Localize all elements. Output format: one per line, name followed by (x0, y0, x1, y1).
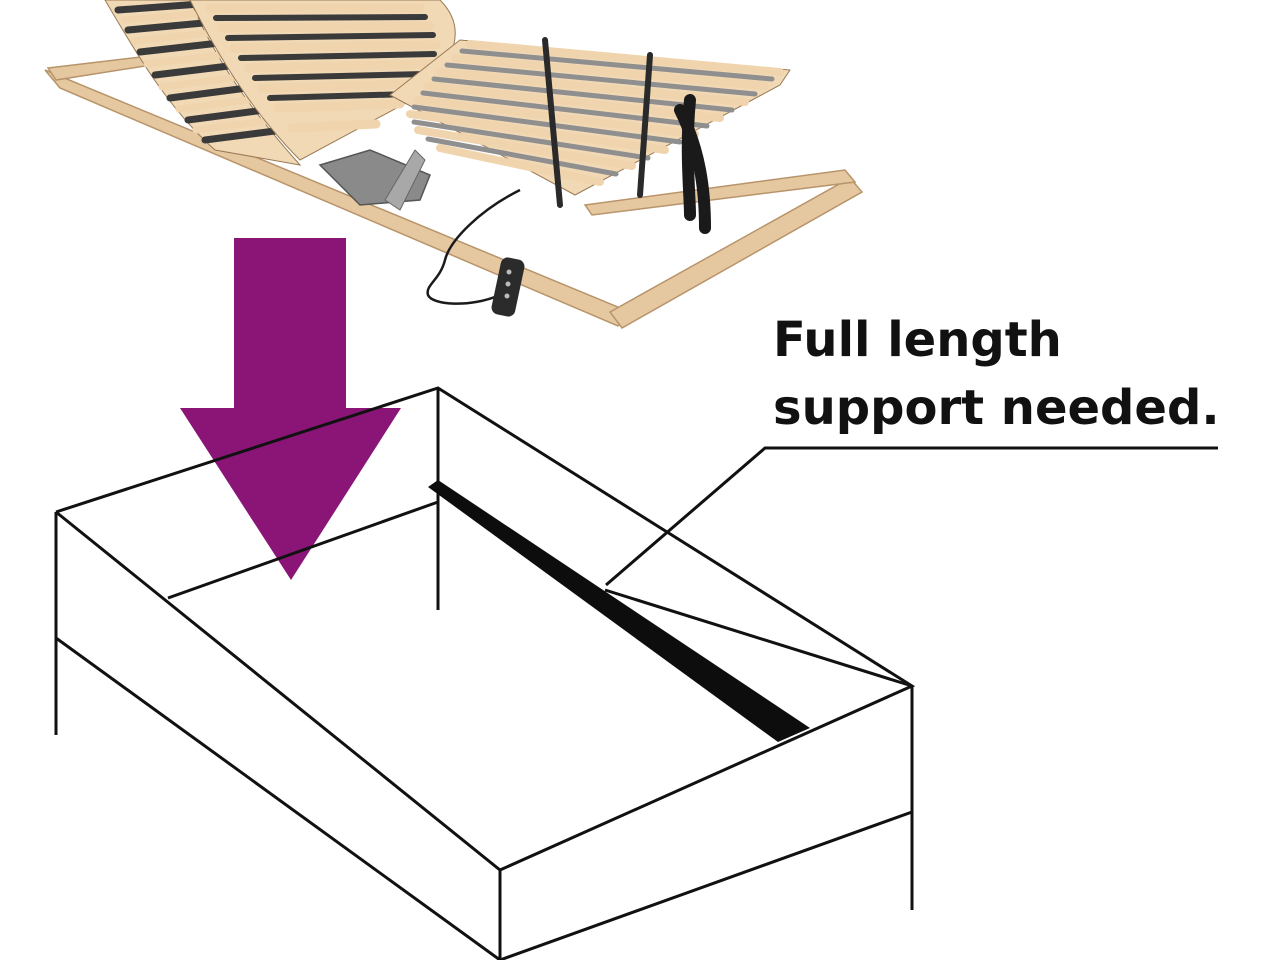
leg-section-slats (389, 37, 791, 208)
strap-straps (674, 94, 711, 234)
bed-base-outline (54, 386, 916, 960)
motor-mechanism (318, 149, 431, 211)
remote-control-icon (491, 257, 525, 317)
body-section-slats (189, 0, 456, 161)
callout-line-1: Full length (773, 312, 1062, 368)
center-support-bar (428, 480, 810, 742)
callout-leader-line (605, 446, 1218, 587)
remote-control-cable (426, 188, 525, 317)
frame-rails (44, 54, 864, 329)
callout-line-2: support needed. (773, 380, 1220, 436)
down-arrow-icon (180, 238, 401, 580)
callout: Full length support needed. (605, 312, 1220, 587)
slatted-bed-frame-illustration (44, 0, 864, 329)
